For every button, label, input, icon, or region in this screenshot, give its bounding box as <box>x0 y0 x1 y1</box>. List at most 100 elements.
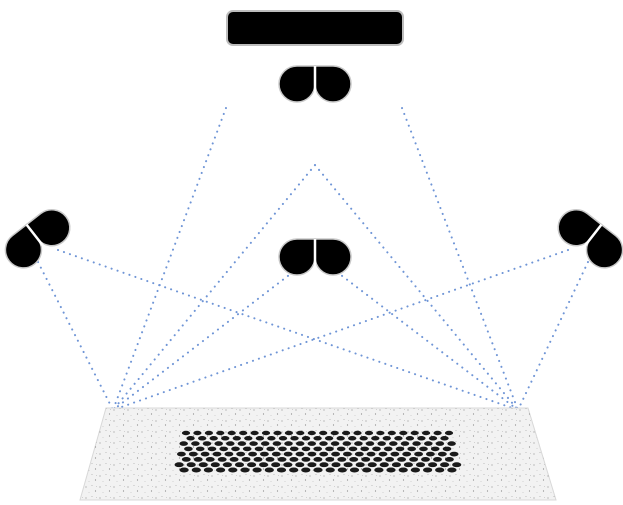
calibration-dot <box>440 462 450 468</box>
calibration-dot <box>399 430 408 436</box>
calibration-dot <box>391 462 401 468</box>
calibration-dot <box>324 436 334 441</box>
calibration-dot <box>278 446 287 452</box>
calibration-dot <box>284 441 293 446</box>
calibration-dot <box>313 467 323 473</box>
calibration-dot <box>313 456 323 462</box>
calibration-dot <box>267 436 276 441</box>
calibration-dot <box>209 436 218 441</box>
calibration-dot <box>237 441 247 446</box>
calibration-dot <box>319 451 329 457</box>
calibration-dot <box>330 430 339 436</box>
calibration-dot <box>289 446 299 452</box>
calibration-dot <box>447 441 456 446</box>
calibration-dot <box>216 467 226 473</box>
calibration-dot <box>191 441 200 446</box>
calibration-dot <box>307 462 317 468</box>
calibration-dot <box>342 430 351 436</box>
calibration-dot <box>398 467 408 473</box>
calibration-dot <box>442 446 452 452</box>
calibration-dot <box>359 436 368 441</box>
calibration-dot <box>260 441 270 446</box>
calibration-dot <box>397 456 407 462</box>
calibration-dot <box>226 441 235 446</box>
calibration-dot <box>186 462 196 468</box>
calibration-dot <box>264 467 274 473</box>
calibration-dot <box>181 456 191 462</box>
calibration-dot <box>366 451 376 457</box>
calibration-dot <box>295 441 305 446</box>
calibration-dot <box>365 441 375 446</box>
calibration-dot <box>400 441 410 446</box>
camera-center <box>278 238 352 276</box>
calibration-dot <box>343 462 353 468</box>
calibration-dot <box>361 456 371 462</box>
calibration-dot <box>348 446 358 452</box>
calibration-dot <box>255 436 265 441</box>
calibration-dot <box>228 467 238 473</box>
calibration-dot <box>203 467 213 473</box>
calibration-dot <box>242 446 252 452</box>
calibration-dot <box>395 446 405 452</box>
calibration-dot <box>210 462 220 468</box>
calibration-dot <box>343 451 352 457</box>
calibration-dot <box>444 430 454 436</box>
calibration-dot <box>204 430 213 436</box>
calibration-dot <box>433 456 442 462</box>
calibration-dot <box>417 436 426 441</box>
calibration-dot <box>193 456 203 462</box>
calibration-dot <box>198 436 207 441</box>
calibration-dot <box>241 456 251 462</box>
calibration-dot <box>330 441 340 446</box>
calibration-dot <box>452 462 462 468</box>
calibration-dot <box>422 430 431 436</box>
calibration-dot <box>240 467 250 473</box>
calibration-dot <box>188 451 198 457</box>
calibration-dot <box>207 446 217 452</box>
calibration-dot <box>250 430 259 436</box>
calibration-dot <box>289 467 299 473</box>
calibration-dot <box>430 446 440 452</box>
calibration-dot <box>214 441 223 446</box>
calibration-dot <box>325 467 335 473</box>
calibration-dot <box>349 456 359 462</box>
calibration-dot <box>410 467 420 473</box>
sightline-mid-left <box>112 271 294 411</box>
calibration-dot <box>289 456 299 462</box>
calibration-dot <box>252 467 262 473</box>
calibration-dot <box>177 451 186 457</box>
calibration-dot <box>319 430 328 436</box>
calibration-dot <box>244 436 253 441</box>
calibration-dot <box>295 451 305 457</box>
calibration-dot <box>354 451 364 457</box>
camera-pair-icon <box>278 238 352 276</box>
calibration-dot <box>331 462 341 468</box>
calibration-dot <box>276 467 287 473</box>
calibration-dot <box>428 462 438 468</box>
calibration-dot <box>227 430 236 436</box>
sightlines <box>37 107 589 411</box>
calibration-dot <box>349 467 360 473</box>
calibration-dot <box>193 430 202 436</box>
calibration-dot <box>403 462 413 468</box>
sightline-mid-right <box>336 271 519 411</box>
calibration-dot <box>437 451 447 457</box>
calibration-dot <box>217 456 227 462</box>
camera-left <box>4 209 71 269</box>
calibration-dot <box>224 451 234 457</box>
calibration-dot <box>307 451 317 457</box>
calibration-dot <box>261 430 271 436</box>
calibration-dot <box>389 441 398 446</box>
calibration-dot <box>174 462 184 468</box>
calibration-dot <box>277 456 287 462</box>
calibration-dot <box>371 436 380 441</box>
calibration-dot <box>295 462 305 468</box>
calibration-dot <box>337 467 347 473</box>
calibration-dot <box>402 451 412 457</box>
calibration-dot <box>198 462 208 468</box>
calibration-dot <box>382 436 391 441</box>
calibration-dot <box>254 446 264 452</box>
camera-pair-icon <box>278 65 352 103</box>
calibration-dot <box>419 446 428 452</box>
calibration-dot <box>367 462 377 468</box>
